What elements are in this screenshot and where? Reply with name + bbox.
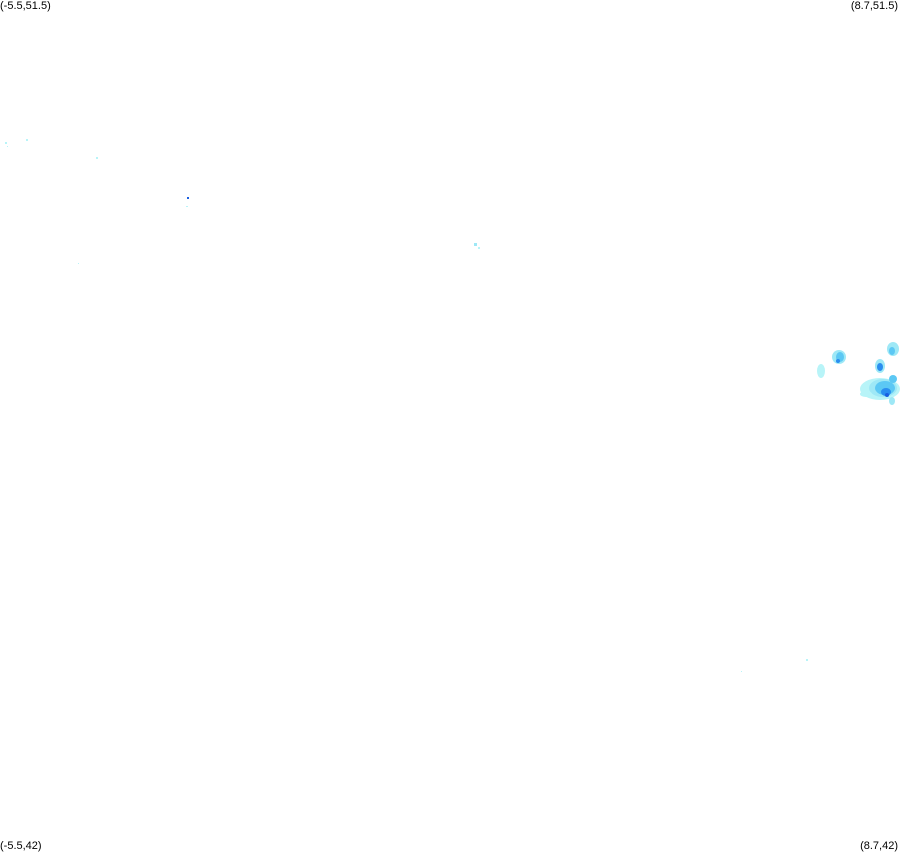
precip-cell: [877, 363, 883, 371]
precip-cell: [889, 375, 897, 383]
precip-cell: [741, 671, 742, 672]
precip-cell: [187, 197, 189, 199]
precip-cell: [78, 263, 79, 264]
echo-cluster-east: [817, 342, 900, 405]
echo-cluster-central: [474, 243, 480, 249]
precip-cell: [885, 393, 889, 397]
precip-cell: [889, 397, 895, 405]
precip-cell: [889, 347, 895, 355]
precip-cell: [836, 359, 840, 363]
precip-cell: [26, 139, 28, 141]
echo-cluster-southeast: [741, 659, 808, 672]
precip-cell: [96, 157, 98, 159]
corner-coordinate-bottom-left: (-5.5,42): [0, 840, 42, 852]
echo-cluster-northwest: [5, 139, 189, 264]
corner-coordinate-top-right: (8.7,51.5): [850, 0, 898, 12]
precip-cell: [474, 243, 477, 246]
precip-cell: [478, 247, 480, 249]
precip-cell: [5, 142, 7, 144]
precip-cell: [806, 659, 808, 661]
corner-coordinate-bottom-right: (8.7,42): [860, 840, 898, 852]
precip-cell: [860, 391, 872, 397]
precip-cell: [7, 146, 8, 147]
corner-coordinate-top-left: (-5.5,51.5): [0, 0, 51, 12]
precip-cell: [817, 364, 825, 378]
precip-cell: [186, 206, 188, 207]
